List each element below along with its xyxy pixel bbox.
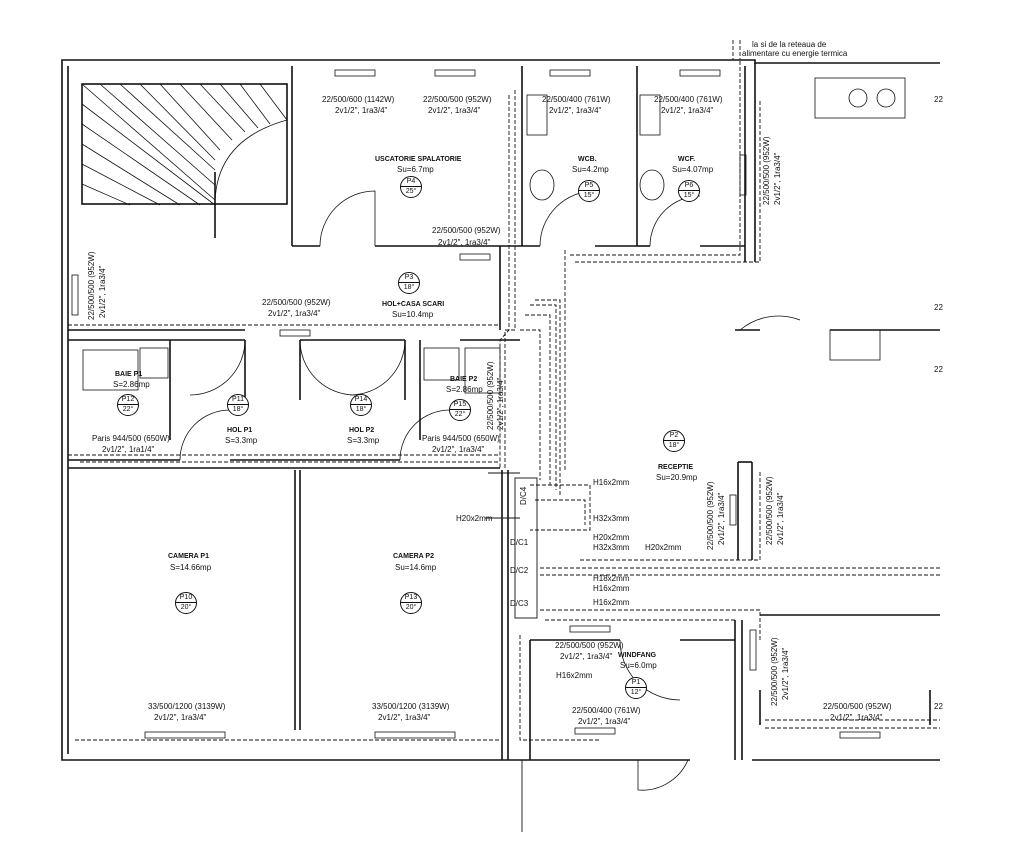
network-note-line1: la si de la reteaua de (752, 40, 827, 49)
room-name: CAMERA P1 (168, 553, 209, 560)
radiator-spec: 22/500/400 (761W) (542, 95, 611, 104)
radiator-spec: 22/500/500 (952W) (765, 476, 774, 546)
radiator-pipes: 2v1/2", 1ra3/4" (578, 717, 631, 726)
room-name: WCB. (578, 156, 597, 163)
room-area: S=3.3mp (347, 436, 380, 445)
network-note-line2: alimentare cu energie termica (742, 49, 848, 58)
pipe-label: H16x2mm (556, 671, 593, 680)
radiator-spec: 22/500/500 (952W) (555, 641, 624, 650)
pipe-label: H32x3mm (593, 514, 630, 523)
radiator-spec: 22/500/500 (952W) (770, 637, 779, 707)
room-area: S=14.66mp (170, 563, 212, 572)
radiator-spec: 33/500/1200 (3139W) (148, 702, 226, 711)
radiator-pipes: 2v1/2", 1ra3/4" (776, 492, 785, 545)
edge-mark: 22 (934, 365, 943, 374)
pipe-label: H20x2mm (645, 543, 682, 552)
radiator-spec: 22/500/500 (952W) (432, 226, 501, 235)
edge-mark: 22 (934, 702, 943, 711)
room-area: Su=4.2mp (572, 165, 609, 174)
radiator-pipes: 2v1/2", 1ra3/4" (438, 238, 491, 247)
pipe-label: H18x2mm (593, 574, 630, 583)
room-area: Su=6.7mp (397, 165, 434, 174)
radiator-pipes: 2v1/2", 1ra3/4" (428, 106, 481, 115)
room-area: Su=6.0mp (620, 661, 657, 670)
radiator-spec: 33/500/1200 (3139W) (372, 702, 450, 711)
radiator-pipes: 2v1/2", 1ra3/4" (432, 445, 485, 454)
radiator-pipes: 2v1/2", 1ra3/4" (154, 713, 207, 722)
radiator-spec: 22/500/500 (952W) (262, 298, 331, 307)
radiator-pipes: 2v1/2", 1ra3/4" (560, 652, 613, 661)
pipe-label: H16x2mm (593, 598, 630, 607)
collector-label: D/C2 (510, 566, 529, 575)
radiator-pipes: 2v1/2", 1ra3/4" (661, 106, 714, 115)
room-area: S=2.86mp (113, 380, 150, 389)
radiator-spec: 22/500/500 (952W) (87, 251, 96, 321)
room-area: Su=10.4mp (392, 310, 434, 319)
collector-label: D/C4 (519, 486, 528, 505)
radiator-pipes: 2v1/2", 1ra3/4" (378, 713, 431, 722)
edge-mark: 22 (934, 303, 943, 312)
room-area: S=3.3mp (225, 436, 258, 445)
pipe-label: H16x2mm (593, 478, 630, 487)
radiator-spec: 22/500/500 (952W) (423, 95, 492, 104)
room-name: BAIE P2 (450, 376, 478, 383)
radiator-pipes: 2v1/2", 1ra3/4" (268, 309, 321, 318)
radiator-pipes: 2v1/2", 1ra3/4" (830, 713, 883, 722)
radiator-pipes: 2v1/2", 1ra3/4" (773, 152, 782, 205)
radiator-spec: 22/500/500 (952W) (486, 361, 495, 431)
room-name: HOL+CASA SCARI (382, 301, 445, 308)
radiator-pipes: 2v1/2", 1ra3/4" (335, 106, 388, 115)
radiator-spec: 22/500/400 (761W) (654, 95, 723, 104)
collector-label: D/C3 (510, 599, 529, 608)
room-name: RECEPTIE (658, 464, 694, 471)
radiator-spec: 22/500/400 (761W) (572, 706, 641, 715)
room-name: USCATORIE SPALATORIE (375, 156, 462, 163)
radiator-pipes: 2v1/2", 1ra3/4" (781, 647, 790, 700)
room-name: HOL P2 (349, 427, 375, 434)
edge-mark: 22 (934, 95, 943, 104)
room-name: BAIE P1 (115, 371, 143, 378)
radiator-pipes: 2v1/2", 1ra3/4" (549, 106, 602, 115)
radiator-pipes: 2v1/2", 1ra3/4" (496, 377, 505, 430)
collector-label: D/C1 (510, 538, 529, 547)
radiator-pipes: 2v1/2", 1ra1/4" (102, 445, 155, 454)
pipe-label: H20x2mm (593, 533, 630, 542)
room-name: WINDFANG (618, 652, 657, 659)
radiator-pipes: 2v1/2", 1ra3/4" (98, 265, 107, 318)
room-area: S=2.86mp (446, 385, 483, 394)
pipe-label: H16x2mm (593, 584, 630, 593)
radiator-spec: Paris 944/500 (650W) (92, 434, 170, 443)
room-area: Su=4.07mp (672, 165, 714, 174)
room-name: WCF. (678, 156, 696, 163)
pipe-label: H20x2mm (456, 514, 493, 523)
room-name: HOL P1 (227, 427, 253, 434)
room-area: Su=20.9mp (656, 473, 698, 482)
radiator-spec: 22/500/500 (952W) (762, 136, 771, 206)
radiator-spec: 22/500/500 (952W) (706, 481, 715, 551)
room-name: CAMERA P2 (393, 553, 434, 560)
pipe-label: H32x3mm (593, 543, 630, 552)
room-area: Su=14.6mp (395, 563, 437, 572)
radiator-pipes: 2v1/2", 1ra3/4" (717, 492, 726, 545)
radiator-spec: 22/500/600 (1142W) (322, 95, 395, 104)
radiator-spec: Paris 944/500 (650W) (422, 434, 500, 443)
radiator-spec: 22/500/500 (952W) (823, 702, 892, 711)
